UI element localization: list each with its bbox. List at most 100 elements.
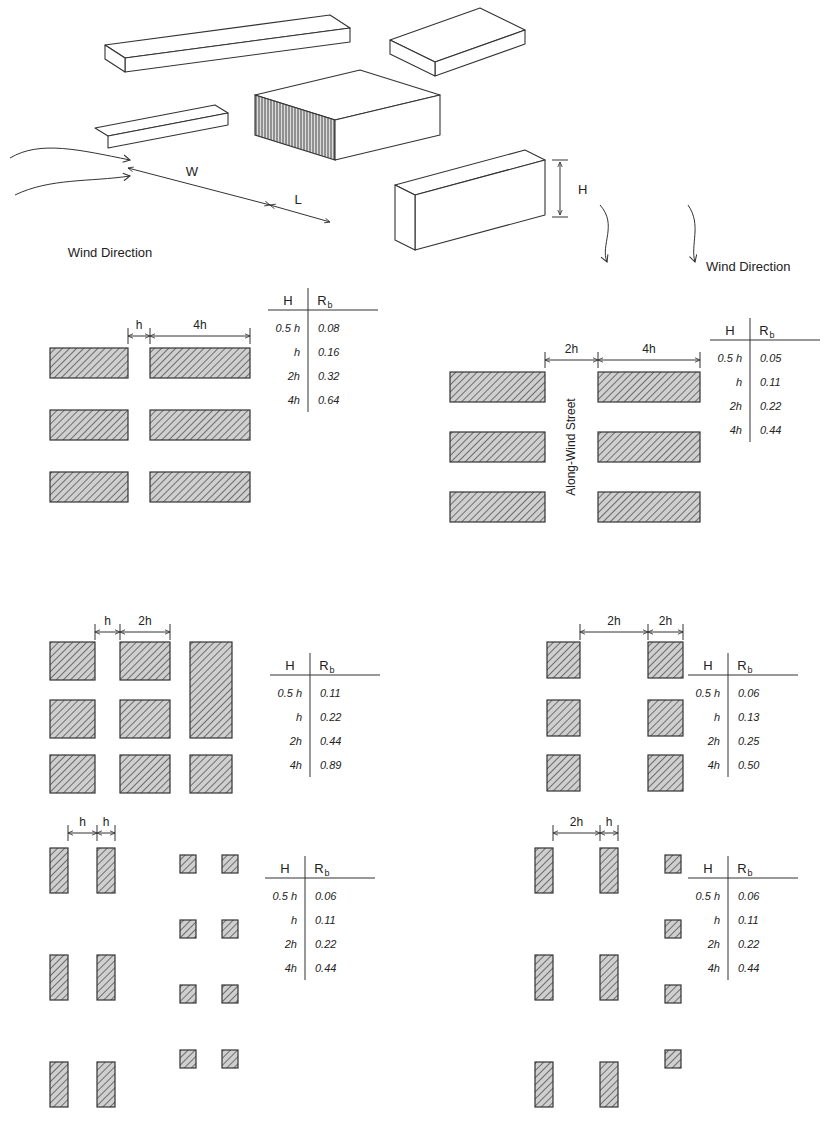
dimension-line (97, 833, 115, 834)
table-header: b (747, 869, 752, 878)
table-rule (265, 288, 820, 980)
building-block (150, 410, 250, 440)
building-sketch (125, 28, 350, 72)
table-header: R (319, 659, 328, 672)
table-value: 0.11 (315, 915, 336, 926)
building-block (450, 492, 545, 522)
dimension-line (128, 160, 568, 222)
dimension-line (683, 624, 684, 640)
dimension-label: 4h (193, 319, 206, 331)
dimension-line (95, 624, 96, 640)
building-block (150, 348, 250, 378)
dimension-line (250, 328, 251, 344)
building-block (190, 755, 232, 793)
building-block (665, 985, 681, 1003)
building-sketch (415, 160, 545, 250)
building-block (180, 985, 196, 1003)
building-block (535, 848, 553, 893)
table-header: b (327, 301, 332, 310)
table-header: R (317, 294, 326, 307)
dimension-line (552, 217, 568, 218)
building-sketch (95, 8, 545, 250)
building-block (50, 410, 128, 440)
table-value: 0.11 (738, 915, 759, 926)
dimension-line (618, 825, 619, 841)
building-sketch (105, 45, 125, 72)
table-rule (310, 653, 311, 777)
table-rule (728, 856, 729, 980)
building-sketch (255, 95, 335, 160)
table-header: H (703, 659, 712, 672)
table-header: R (314, 862, 323, 875)
table-value: 0.16 (318, 347, 339, 358)
dimension-line (115, 825, 116, 841)
dimension-line (553, 825, 554, 841)
table-value: 0.06 (738, 891, 759, 902)
building-block (50, 755, 95, 793)
building-block (598, 432, 700, 462)
building-block (547, 755, 580, 791)
table-value: 0.06 (738, 688, 759, 699)
table-value: 0.22 (315, 939, 336, 950)
building-block (535, 955, 553, 1000)
dimension-line (600, 825, 601, 841)
dimension-line (600, 833, 618, 834)
dimension-label: 2h (570, 816, 583, 828)
dimension-label: H (578, 183, 587, 196)
building-block (665, 1050, 681, 1068)
table-rule (308, 288, 309, 412)
building-block (50, 348, 128, 378)
table-header: R (737, 862, 746, 875)
wind-arrow (600, 205, 608, 262)
table-value: 0.44 (320, 736, 341, 747)
building-block (97, 1062, 115, 1107)
table-value: h (714, 915, 720, 926)
building-block (97, 955, 115, 1000)
dimension-line (270, 205, 330, 222)
street-label: Along-Wind Street (565, 398, 577, 495)
building-sketch (435, 30, 525, 76)
table-value: 0.64 (318, 395, 339, 406)
building-block (222, 855, 238, 873)
table-rule (265, 878, 375, 879)
table-header: R (737, 659, 746, 672)
wind-arrow (10, 148, 130, 160)
table-rule (270, 675, 380, 676)
building-block (648, 755, 683, 791)
dimension-line (700, 352, 701, 368)
table-value: 2h (708, 736, 720, 747)
dimension-line (128, 336, 150, 337)
table-value: h (291, 915, 297, 926)
table-value: 0.5 h (278, 688, 302, 699)
table-value: 0.13 (738, 712, 759, 723)
table-rule (710, 340, 820, 341)
building-block (50, 955, 68, 1000)
table-value: 0.32 (318, 371, 339, 382)
dimension-label: h (103, 816, 110, 828)
table-header: b (324, 869, 329, 878)
building-block (648, 642, 683, 678)
building-block (598, 492, 700, 522)
wind-arrow (10, 148, 695, 262)
table-header: b (747, 666, 752, 675)
dimension-label: h (104, 615, 111, 627)
table-value: 0.5 h (696, 688, 720, 699)
dimension-label: h (136, 319, 143, 331)
table-value: h (294, 347, 300, 358)
table-rule (305, 856, 306, 980)
dimension-line (68, 833, 97, 834)
dimension-label: h (606, 816, 613, 828)
wind-label: Wind Direction (706, 260, 791, 273)
dimension-label: 2h (659, 615, 672, 627)
wind-arrow (688, 205, 695, 262)
dimension-line (598, 352, 599, 368)
table-value: 2h (708, 939, 720, 950)
table-value: 0.22 (760, 401, 781, 412)
table-rule (728, 653, 729, 777)
building-block (190, 642, 232, 738)
dimension-line (95, 632, 120, 633)
table-header: H (703, 862, 712, 875)
table-value: 0.08 (318, 323, 339, 334)
building-block (222, 920, 238, 938)
